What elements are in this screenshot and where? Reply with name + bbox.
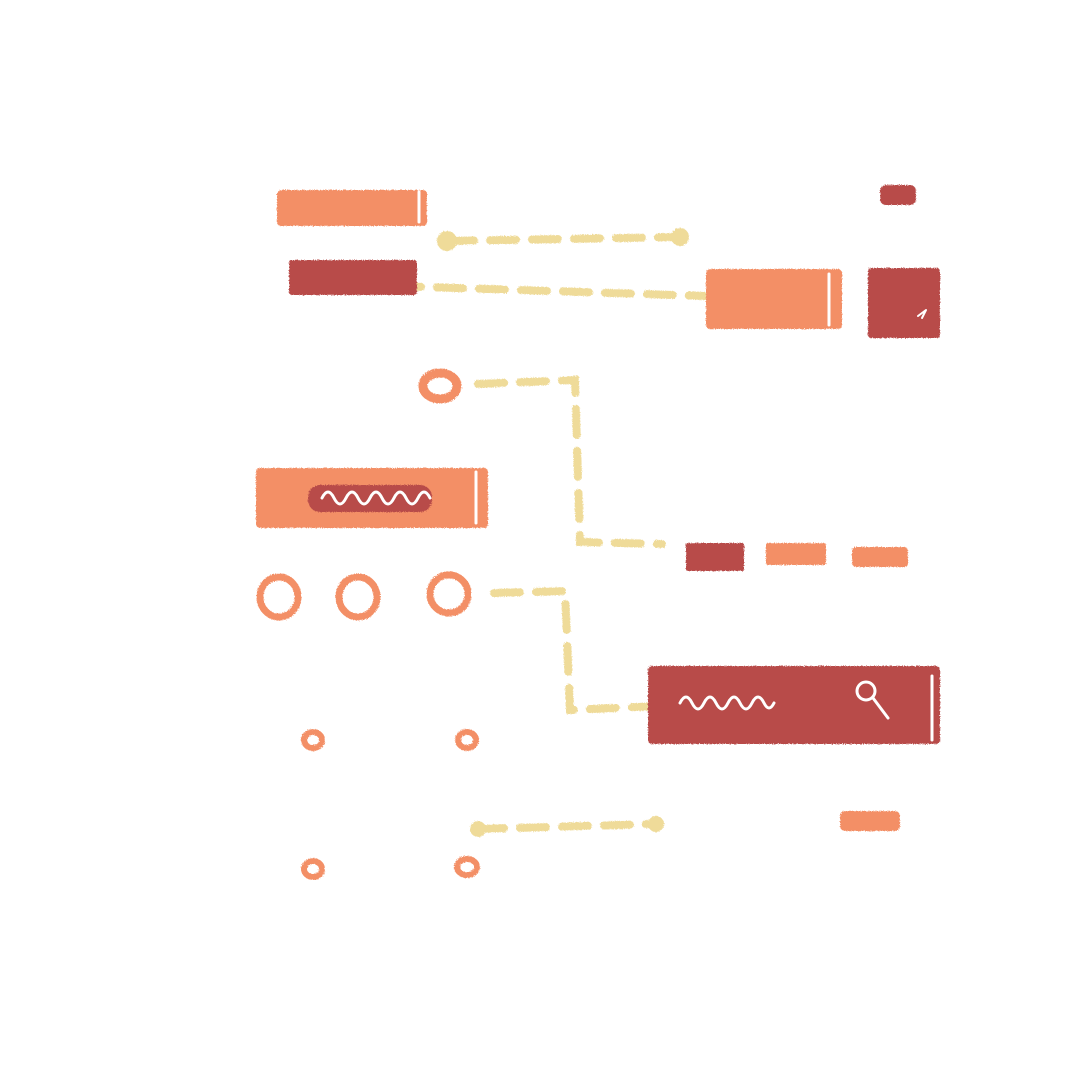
header-icon-button[interactable] [868, 268, 940, 338]
logo-mark [880, 185, 916, 205]
connector-dot [470, 821, 486, 837]
wavy-text-glyph [320, 490, 432, 506]
small-node [455, 729, 479, 751]
header-action-button[interactable] [706, 269, 842, 329]
search-bar[interactable] [648, 666, 940, 744]
connector-bottom [474, 820, 660, 833]
segment-tab-1[interactable] [686, 543, 744, 571]
segment-tab-2[interactable] [766, 543, 826, 565]
connector-dot [648, 816, 664, 832]
search-icon[interactable] [855, 680, 890, 720]
header-bar-salmon [277, 190, 427, 226]
connector-top [444, 233, 684, 245]
small-node [301, 729, 325, 751]
radio-option-1[interactable] [256, 573, 302, 621]
segment-tab-3[interactable] [852, 547, 908, 567]
wavy-text-glyph [678, 695, 776, 711]
radio-option-3[interactable] [426, 571, 472, 617]
connector-elbow-middle [474, 375, 666, 548]
scribble-mark [917, 309, 927, 319]
connector-dot [437, 231, 457, 251]
connector-dot [671, 228, 689, 246]
radio-option-2[interactable] [335, 573, 381, 621]
node-circle [418, 368, 462, 404]
small-node [454, 856, 480, 878]
small-node [301, 858, 325, 880]
connector-elbow-lower [490, 586, 664, 715]
connector-to-header-button [391, 282, 709, 300]
footer-chip [840, 811, 900, 831]
header-bar-maroon [289, 260, 417, 295]
